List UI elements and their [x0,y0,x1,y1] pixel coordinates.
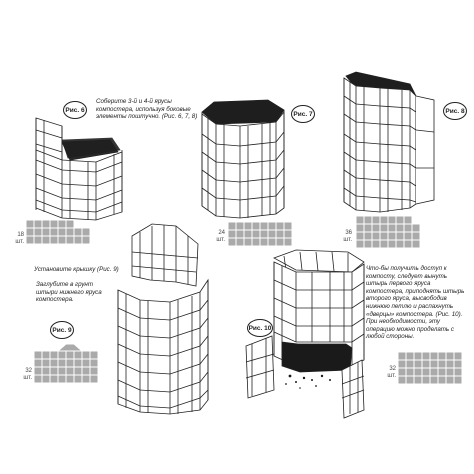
count-value-fig7: 24 [218,230,225,236]
count-unit-fig8: шт. [343,236,352,243]
figure-label-fig9: Рис. 9 [50,321,74,339]
count-value-fig10: 32 [389,366,396,372]
count-value-fig6: 18 [17,232,24,238]
count-fig7: 24 шт. [207,230,225,243]
count-unit-fig10: шт. [387,372,396,379]
figure-label-fig7: Рис. 7 [291,105,315,123]
count-fig8: 36 шт. [334,230,352,243]
count-unit-fig7: шт. [216,236,225,243]
caption-assemble: Соберите 3-й и 4-й ярусы компостера, исп… [96,98,198,121]
figure-label-fig6: Рис. 6 [63,101,87,119]
count-value-fig8: 36 [345,230,352,236]
caption-access: Что-бы получить доступ к компосту, следу… [366,265,465,341]
figure-label-fig8: Рис. 8 [443,102,467,120]
caption-pins: Заглубите в грунт штыри нижнего яруса ко… [36,281,102,304]
count-value-fig9: 32 [25,368,32,374]
count-fig9: 32 шт. [14,368,32,381]
caption-lid: Установите крышку (Рис. 9) [34,266,119,273]
count-fig6: 18 шт. [6,232,24,245]
figure-label-fig10: Рис. 10 [247,319,273,337]
count-unit-fig9: шт. [23,374,32,381]
count-unit-fig6: шт. [15,238,24,245]
count-fig10: 32 шт. [378,366,396,379]
